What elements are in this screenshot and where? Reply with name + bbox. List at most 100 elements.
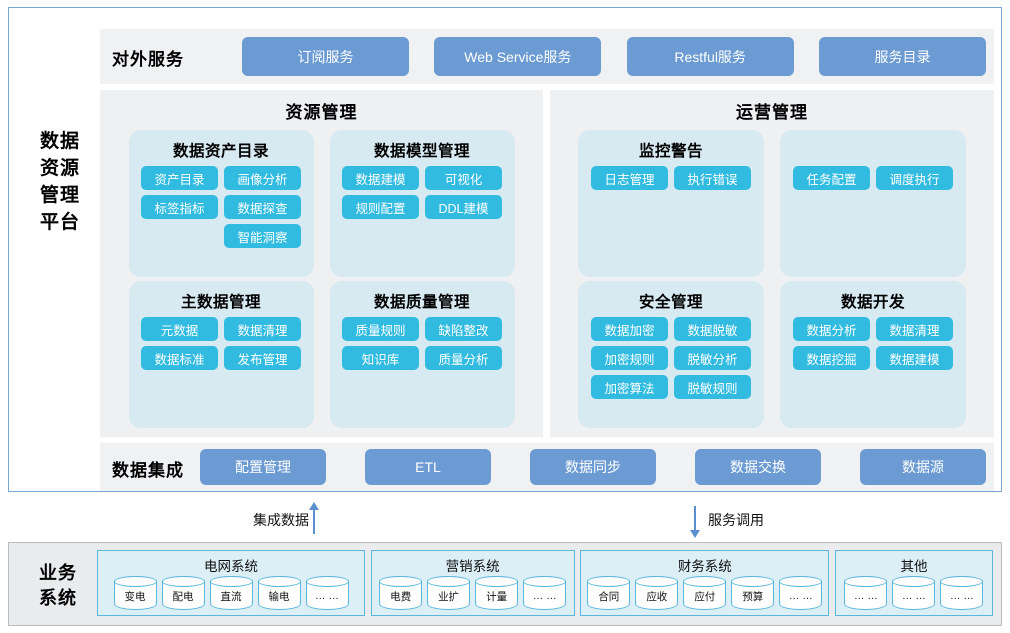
- chip-visualization[interactable]: 可视化: [425, 166, 502, 190]
- chip-encryption-algorithm[interactable]: 加密算法: [591, 375, 668, 399]
- card-title-data-model-management: 数据模型管理: [373, 143, 470, 160]
- card-chips-security-management: 数据加密 数据脱敏 加密规则 脱敏分析 加密算法 脱敏规则: [578, 317, 764, 399]
- card-monitoring-alert[interactable]: 监控警告 日志管理 执行错误: [578, 130, 764, 277]
- card-chips-data-quality-management: 质量规则 缺陷整改 知识库 质量分析: [330, 317, 515, 370]
- database-cylinder-icon-metering[interactable]: 计量: [475, 576, 519, 610]
- chip-masking-rule[interactable]: 脱敏规则: [674, 375, 751, 399]
- database-cylinder-icon-business-expansion[interactable]: 业扩: [427, 576, 471, 610]
- cylinder-label-other-3: … …: [950, 590, 974, 602]
- external-service-button-subscription[interactable]: 订阅服务: [242, 37, 409, 76]
- card-title-security-management: 安全管理: [638, 294, 703, 311]
- card-data-quality-management[interactable]: 数据质量管理 质量规则 缺陷整改 知识库 质量分析: [329, 281, 515, 428]
- chip-data-cleaning-dev[interactable]: 数据清理: [876, 317, 953, 341]
- database-cylinder-icon-receivable[interactable]: 应收: [635, 576, 679, 610]
- chip-data-modeling[interactable]: 数据建模: [342, 166, 419, 190]
- chip-encryption-rule[interactable]: 加密规则: [591, 346, 668, 370]
- data-integration-label: 数据集成: [112, 461, 184, 480]
- integration-button-data-sync[interactable]: 数据同步: [530, 449, 656, 485]
- card-chips-task-scheduling: 任务配置 调度执行: [780, 166, 966, 190]
- database-cylinder-icon-other-1[interactable]: … …: [844, 576, 888, 610]
- database-cylinder-icon-electricity-fee[interactable]: 电费: [379, 576, 423, 610]
- chip-quality-analysis[interactable]: 质量分析: [425, 346, 502, 370]
- integration-button-data-exchange[interactable]: 数据交换: [695, 449, 821, 485]
- database-cylinder-icon-distribution[interactable]: 配电: [161, 576, 205, 610]
- database-cylinder-icon-other-3[interactable]: … …: [940, 576, 984, 610]
- chip-masking-analysis[interactable]: 脱敏分析: [674, 346, 751, 370]
- chip-quality-rule[interactable]: 质量规则: [342, 317, 419, 341]
- arrow-label-service-call: 服务调用: [708, 512, 764, 528]
- cylinder-label-payable: 应付: [694, 590, 716, 603]
- chip-portrait-analysis[interactable]: 画像分析: [224, 166, 301, 190]
- card-security-management[interactable]: 安全管理 数据加密 数据脱敏 加密规则 脱敏分析 加密算法 脱敏规则: [578, 281, 764, 428]
- business-group-power-grid[interactable]: 电网系统 变电 配电 直流 输电 … …: [97, 550, 365, 616]
- business-group-finance[interactable]: 财务系统 合同 应收 应付 预算 … …: [580, 550, 830, 616]
- chip-data-exploration[interactable]: 数据探查: [224, 195, 301, 219]
- domain-title-operations-management: 运营管理: [736, 103, 808, 122]
- chip-task-configuration[interactable]: 任务配置: [793, 166, 870, 190]
- integration-button-config-management[interactable]: 配置管理: [200, 449, 326, 485]
- chip-data-mining[interactable]: 数据挖掘: [793, 346, 870, 370]
- business-group-other[interactable]: 其他 … … … … … …: [834, 550, 993, 616]
- chip-rule-configuration[interactable]: 规则配置: [342, 195, 419, 219]
- chip-schedule-execution[interactable]: 调度执行: [876, 166, 953, 190]
- database-cylinder-icon-transmission[interactable]: 输电: [257, 576, 301, 610]
- chip-intelligent-insight[interactable]: 智能洞察: [224, 224, 301, 248]
- cylinder-label-business-expansion: 业扩: [438, 590, 460, 603]
- chip-publish-management[interactable]: 发布管理: [224, 346, 301, 370]
- cylinder-label-other-2: … …: [902, 590, 926, 602]
- chip-data-encryption[interactable]: 数据加密: [591, 317, 668, 341]
- platform-title: 数据 资源 管理 平台: [21, 128, 99, 236]
- database-cylinder-icon-more-finance[interactable]: … …: [779, 576, 823, 610]
- chip-metadata[interactable]: 元数据: [141, 317, 218, 341]
- business-group-marketing[interactable]: 营销系统 电费 业扩 计量 … …: [370, 550, 575, 616]
- chip-defect-rectification[interactable]: 缺陷整改: [425, 317, 502, 341]
- chip-data-standard[interactable]: 数据标准: [141, 346, 218, 370]
- database-cylinder-icon-more-grid[interactable]: … …: [305, 576, 349, 610]
- business-group-items-power-grid: 变电 配电 直流 输电 … …: [98, 574, 364, 612]
- business-systems-groups: 电网系统 变电 配电 直流 输电 … … 营销系统 电费 业扩 计量 … … 财…: [97, 550, 993, 618]
- chip-asset-catalog[interactable]: 资产目录: [141, 166, 218, 190]
- database-cylinder-icon-payable[interactable]: 应付: [683, 576, 727, 610]
- cylinder-label-other-1: … …: [854, 590, 878, 602]
- external-service-button-webservice[interactable]: Web Service服务: [434, 37, 602, 76]
- integration-button-etl[interactable]: ETL: [365, 449, 491, 485]
- database-cylinder-icon-dc[interactable]: 直流: [209, 576, 253, 610]
- cylinder-label-contract: 合同: [598, 590, 620, 603]
- database-cylinder-icon-other-2[interactable]: … …: [892, 576, 936, 610]
- data-integration-section: 数据集成 配置管理 ETL 数据同步 数据交换 数据源: [100, 443, 994, 491]
- domain-panel-resource-management: 资源管理 数据资产目录 资产目录 画像分析 标签指标 数据探查 智能洞察 数据模…: [100, 90, 543, 437]
- database-cylinder-icon-substation[interactable]: 变电: [113, 576, 157, 610]
- card-data-development[interactable]: 数据开发 数据分析 数据清理 数据挖掘 数据建模: [780, 281, 966, 428]
- external-service-button-restful[interactable]: Restful服务: [626, 37, 794, 76]
- cylinder-label-metering: 计量: [486, 590, 508, 603]
- domain-panel-operations-management: 运营管理 监控警告 日志管理 执行错误 任务配置 调度执行 安全管理: [550, 90, 994, 437]
- chip-knowledge-base[interactable]: 知识库: [342, 346, 419, 370]
- card-master-data-management[interactable]: 主数据管理 元数据 数据清理 数据标准 发布管理: [128, 281, 314, 428]
- chip-log-management[interactable]: 日志管理: [591, 166, 668, 190]
- external-service-button-catalog[interactable]: 服务目录: [818, 37, 986, 76]
- business-group-title-other: 其他: [900, 559, 928, 574]
- card-title-data-development: 数据开发: [840, 294, 905, 311]
- chip-tag-indicator[interactable]: 标签指标: [141, 195, 218, 219]
- chip-data-masking[interactable]: 数据脱敏: [674, 317, 751, 341]
- card-data-model-management[interactable]: 数据模型管理 数据建模 可视化 规则配置 DDL建模: [329, 130, 515, 277]
- platform-title-line-1: 数据: [39, 131, 80, 152]
- chip-ddl-modeling[interactable]: DDL建模: [425, 195, 502, 219]
- domain-title-resource-management: 资源管理: [285, 103, 358, 122]
- card-data-asset-catalog[interactable]: 数据资产目录 资产目录 画像分析 标签指标 数据探查 智能洞察: [128, 130, 314, 277]
- operations-card-row-1: 监控警告 日志管理 执行错误 任务配置 调度执行: [550, 130, 994, 277]
- business-group-title-power-grid: 电网系统: [204, 559, 258, 574]
- chip-data-cleaning[interactable]: 数据清理: [224, 317, 301, 341]
- database-cylinder-icon-contract[interactable]: 合同: [587, 576, 631, 610]
- cylinder-label-distribution: 配电: [172, 590, 194, 603]
- database-cylinder-icon-budget[interactable]: 预算: [731, 576, 775, 610]
- arrow-down-icon: [690, 503, 700, 538]
- card-task-scheduling[interactable]: 任务配置 调度执行: [780, 130, 966, 277]
- cylinder-label-receivable: 应收: [646, 590, 668, 603]
- chip-data-analysis[interactable]: 数据分析: [793, 317, 870, 341]
- arrow-up-icon: [309, 502, 319, 537]
- database-cylinder-icon-more-marketing[interactable]: … …: [523, 576, 567, 610]
- chip-execution-error[interactable]: 执行错误: [674, 166, 751, 190]
- integration-button-data-source[interactable]: 数据源: [860, 449, 986, 485]
- chip-data-modeling-dev[interactable]: 数据建模: [876, 346, 953, 370]
